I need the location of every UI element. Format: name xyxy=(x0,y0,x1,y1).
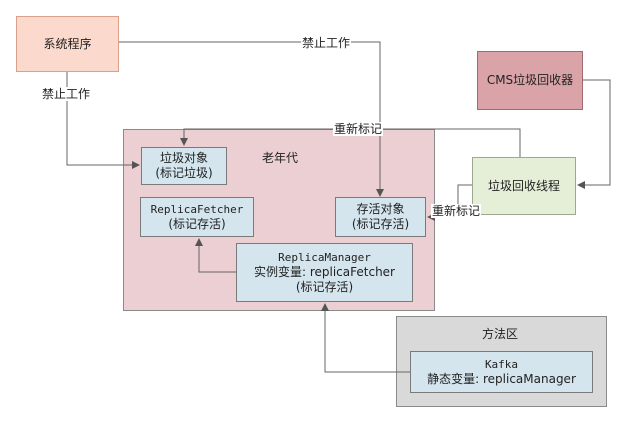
garbage-object-box: 垃圾对象 (标记垃圾) xyxy=(141,147,227,185)
gc-thread-box: 垃圾回收线程 xyxy=(472,157,576,215)
replica-fetcher-title: ReplicaFetcher xyxy=(150,203,244,216)
kafka-to-manager-edge xyxy=(321,303,410,373)
garbage-object-note: (标记垃圾) xyxy=(155,166,213,180)
system-program-box: 系统程序 xyxy=(16,16,119,72)
kafka-box: Kafka 静态变量: replicaManager xyxy=(410,351,593,393)
replica-manager-note: (标记存活) xyxy=(295,280,354,294)
replica-manager-title: ReplicaManager xyxy=(278,251,371,264)
cms-to-gc-thread-edge xyxy=(577,79,611,189)
garbage-object-title: 垃圾对象 xyxy=(159,151,208,165)
replica-manager-box: ReplicaManager 实例变量: replicaFetcher (标记存… xyxy=(236,243,413,302)
remark-label-right: 重新标记 xyxy=(431,204,482,218)
method-area-label: 方法区 xyxy=(482,327,519,341)
remark-label-top: 重新标记 xyxy=(333,122,384,136)
live-object-note: (标记存活) xyxy=(351,217,410,231)
gc-thread-label: 垃圾回收线程 xyxy=(487,178,560,193)
stop-work-label-left: 禁止工作 xyxy=(41,87,92,101)
old-generation-label: 老年代 xyxy=(262,151,299,165)
replica-fetcher-note: (标记存活) xyxy=(168,217,226,231)
kafka-field: 静态变量: replicaManager xyxy=(427,372,576,386)
stop-work-edge-left xyxy=(66,72,140,169)
stop-work-edge-top xyxy=(119,41,384,197)
replica-manager-field: 实例变量: replicaFetcher xyxy=(253,265,395,279)
live-object-box: 存活对象 (标记存活) xyxy=(335,197,426,237)
replica-fetcher-box: ReplicaFetcher (标记存活) xyxy=(140,197,254,237)
system-program-label: 系统程序 xyxy=(43,36,92,51)
cms-collector-label: CMS垃圾回收器 xyxy=(486,73,574,87)
manager-to-fetcher-edge xyxy=(195,238,236,273)
stop-work-label-top: 禁止工作 xyxy=(301,36,352,50)
cms-collector-box: CMS垃圾回收器 xyxy=(477,51,583,110)
live-object-title: 存活对象 xyxy=(356,202,405,216)
kafka-title: Kafka xyxy=(484,358,519,371)
